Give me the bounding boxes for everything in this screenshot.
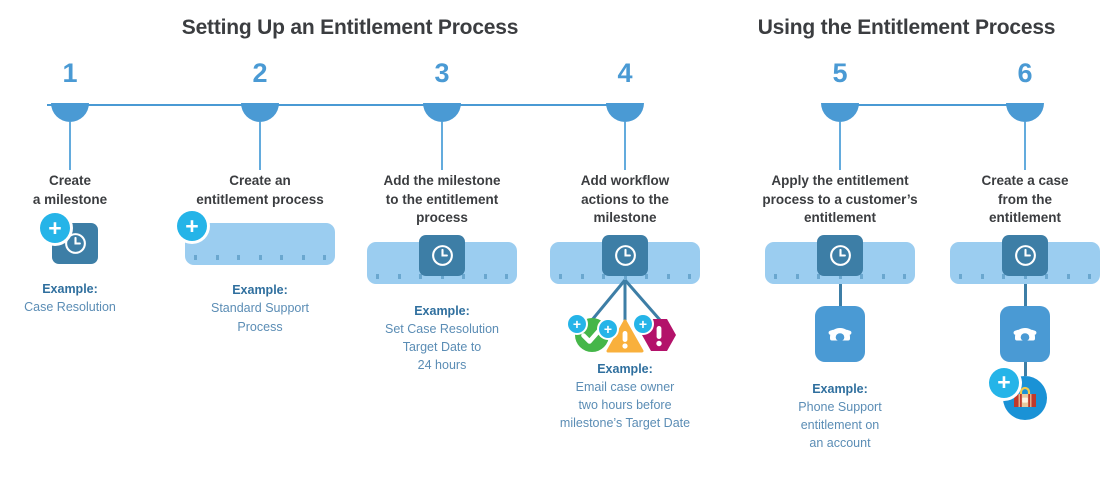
clock-icon bbox=[419, 234, 465, 276]
step-caption: Apply the entitlement process to a custo… bbox=[762, 173, 918, 226]
step-number: 2 bbox=[252, 58, 268, 88]
step-2: 2 Create an entitlement process + Exampl… bbox=[165, 60, 355, 336]
clock-icon bbox=[817, 234, 863, 276]
example-block: Example: Email case owner two hours befo… bbox=[530, 360, 720, 433]
example-label: Example: bbox=[42, 282, 98, 297]
example-block: Example: Case Resolution bbox=[0, 280, 165, 316]
step-number: 6 bbox=[1017, 58, 1033, 88]
entitlement-process-bar-icon bbox=[550, 234, 700, 284]
timeline-marker bbox=[347, 90, 537, 170]
marker-dome-icon bbox=[1006, 103, 1044, 122]
marker-stem-icon bbox=[259, 122, 261, 170]
timeline-marker bbox=[745, 90, 935, 170]
group-title-setup: Setting Up an Entitlement Process bbox=[181, 16, 519, 39]
example-block: Example: Set Case Resolution Target Date… bbox=[347, 302, 537, 375]
connector-line-icon bbox=[1023, 283, 1027, 306]
step-1: 1 Create a milestone + Example: Case Res… bbox=[0, 60, 165, 317]
entitlement-process-bar-icon bbox=[950, 234, 1100, 284]
entitlement-process-bar-icon bbox=[185, 223, 335, 266]
plus-badge-icon: + bbox=[989, 367, 1019, 398]
plus-badge-icon: + bbox=[177, 211, 207, 242]
workflow-connector-lines-icon bbox=[590, 278, 662, 322]
step-4: 4 Add workflow actions to the milestone bbox=[530, 60, 720, 432]
bar-tick-marks-icon bbox=[959, 273, 1091, 279]
step-art: + Example: Case Resolution bbox=[0, 213, 165, 316]
plus-badge-icon: + bbox=[568, 314, 586, 333]
example-block: Example: Standard Support Process bbox=[165, 281, 355, 335]
step-art: Example: Phone Support entitlement on an… bbox=[745, 234, 935, 453]
bar-tick-marks-icon bbox=[559, 273, 691, 279]
connector-line-icon bbox=[838, 283, 842, 306]
step-number: 3 bbox=[434, 58, 450, 88]
marker-stem-icon bbox=[1024, 122, 1026, 170]
entitlement-process-bar-icon bbox=[367, 234, 517, 284]
step-3: 3 Add the milestone to the entitlement p… bbox=[347, 60, 537, 374]
marker-stem-icon bbox=[624, 122, 626, 170]
warning-triangle-icon: + bbox=[599, 318, 644, 356]
marker-dome-icon bbox=[51, 103, 89, 122]
group-title-using: Using the Entitlement Process bbox=[757, 16, 1056, 39]
step-caption: Create an entitlement process bbox=[196, 173, 324, 207]
connector-line-icon bbox=[1023, 361, 1027, 376]
marker-dome-icon bbox=[423, 103, 461, 122]
step-caption: Add workflow actions to the milestone bbox=[580, 173, 670, 226]
example-block: Example: Phone Support entitlement on an… bbox=[745, 380, 935, 453]
marker-dome-icon bbox=[606, 103, 644, 122]
step-number: 1 bbox=[62, 58, 78, 88]
step-art: + Example: Standard Support Process bbox=[165, 211, 355, 335]
timeline-marker bbox=[0, 90, 165, 170]
entitlement-process-bar-icon bbox=[765, 234, 915, 284]
step-caption: Create a milestone bbox=[32, 173, 108, 207]
bar-tick-marks-icon bbox=[194, 255, 326, 261]
marker-stem-icon bbox=[839, 122, 841, 170]
timeline-rule-using bbox=[840, 104, 1025, 106]
plus-badge-icon: + bbox=[634, 314, 652, 333]
timeline-marker bbox=[165, 90, 355, 170]
clock-icon bbox=[602, 234, 648, 276]
bar-tick-marks-icon bbox=[376, 273, 508, 279]
example-label: Example: bbox=[232, 283, 288, 298]
error-hexagon-icon: + bbox=[634, 314, 678, 354]
step-caption: Create a case from the entitlement bbox=[981, 173, 1069, 226]
step-6: 6 Create a case from the entitlement bbox=[930, 60, 1113, 420]
marker-stem-icon bbox=[69, 122, 71, 170]
step-art: + bbox=[930, 234, 1113, 420]
step-number: 4 bbox=[617, 58, 633, 88]
marker-dome-icon bbox=[821, 103, 859, 122]
phone-icon bbox=[1000, 305, 1050, 362]
plus-badge-icon: + bbox=[599, 319, 617, 338]
phone-icon bbox=[815, 305, 865, 362]
clock-icon bbox=[1002, 234, 1048, 276]
step-caption: Add the milestone to the entitlement pro… bbox=[383, 173, 501, 226]
timeline-marker bbox=[530, 90, 720, 170]
plus-badge-icon: + bbox=[40, 213, 70, 244]
marker-stem-icon bbox=[441, 122, 443, 170]
example-label: Example: bbox=[597, 361, 653, 376]
marker-dome-icon bbox=[241, 103, 279, 122]
timeline-marker bbox=[930, 90, 1113, 170]
bar-tick-marks-icon bbox=[774, 273, 906, 279]
example-label: Example: bbox=[414, 303, 470, 318]
step-5: 5 Apply the entitlement process to a cus… bbox=[745, 60, 935, 452]
step-art: + + + Example: Email case owner two hour… bbox=[530, 234, 720, 433]
step-number: 5 bbox=[832, 58, 848, 88]
example-label: Example: bbox=[812, 381, 868, 396]
step-art: Example: Set Case Resolution Target Date… bbox=[347, 234, 537, 375]
timeline-rule-setup bbox=[47, 104, 627, 106]
